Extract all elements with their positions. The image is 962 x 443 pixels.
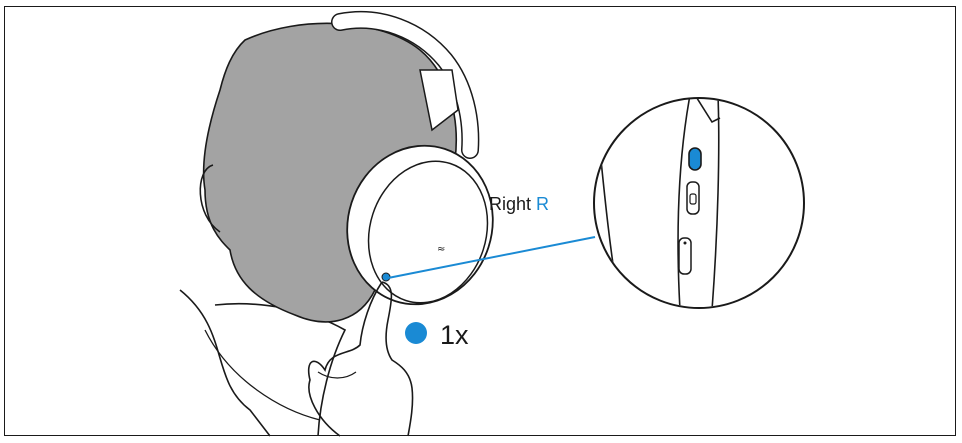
callout-line (387, 236, 596, 279)
zoom-band (694, 99, 721, 124)
ear-shape (199, 164, 221, 233)
press-count: 1x (440, 320, 469, 350)
finger-outline (307, 281, 414, 437)
zoom-blue-button-icon (688, 147, 702, 171)
ear-cup-face (367, 160, 489, 304)
head-shape (202, 22, 458, 323)
side-word: Right (489, 194, 532, 214)
blue-dot-icon (405, 322, 427, 344)
side-label: Right R (489, 194, 549, 215)
neck-collar (214, 302, 347, 437)
shoulder-outline (179, 289, 271, 437)
side-letter: R (536, 194, 550, 214)
collar-inner (204, 329, 321, 421)
zoom-cup-rim (711, 99, 720, 307)
finger-joint (317, 371, 357, 379)
headband-slider (419, 69, 459, 132)
brand-mark-icon: ≈ (437, 244, 445, 255)
zoom-power-button-icon (678, 237, 692, 275)
zoom-cup-edge (677, 99, 691, 307)
